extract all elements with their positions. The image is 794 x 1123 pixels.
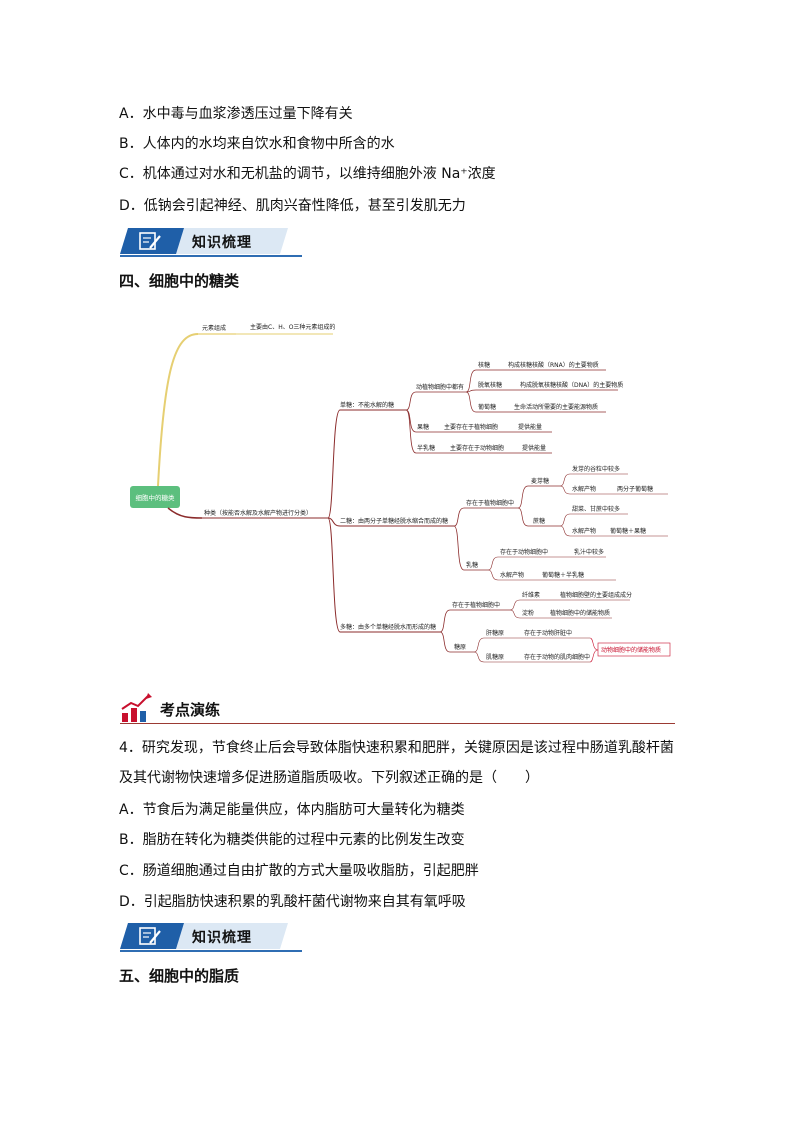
poly-plant: 存在于植物细胞中 — [452, 601, 500, 609]
fructose-where: 主要存在于植物细胞 — [444, 423, 498, 431]
starch: 淀粉 — [522, 609, 534, 617]
bar-chart-icon — [121, 693, 152, 722]
lactose: 乳糖 — [466, 561, 478, 569]
q4-option-b: B．脂肪在转化为糖类供能的过程中元素的比例发生改变 — [119, 832, 465, 848]
maltose: 麦芽糖 — [531, 477, 549, 485]
galactose: 半乳糖 — [417, 444, 435, 452]
sucrose-source: 甜菜、甘蔗中较多 — [572, 505, 620, 513]
galactose-where: 主要存在于动物细胞 — [450, 444, 504, 452]
liver-glycogen: 肝糖原 — [486, 629, 504, 637]
fructose: 果糖 — [417, 423, 429, 431]
knowledge-banner: 知识梳理 — [120, 228, 302, 258]
banner-title-2: 知识梳理 — [192, 930, 252, 946]
muscle-glycogen-where: 存在于动物的肌肉细胞中 — [524, 653, 590, 661]
element-label: 元素组成 — [202, 324, 226, 332]
starch-desc: 植物细胞中的储能物质 — [550, 609, 610, 617]
liver-glycogen-where: 存在于动物肝脏中 — [524, 629, 572, 637]
section-5-title: 五、细胞中的脂质 — [119, 967, 240, 985]
mindmap-root — [130, 486, 180, 508]
q4-option-c: C．肠道细胞通过自由扩散的方式大量吸收脂肪，引起肥胖 — [119, 863, 479, 879]
glucose-desc: 生命活动所需要的主要能源物质 — [514, 403, 598, 411]
knowledge-banner-2: 知识梳理 — [120, 923, 302, 953]
section-4-title: 四、细胞中的糖类 — [119, 272, 240, 290]
lactose-product-label: 水解产物 — [500, 571, 524, 579]
banner-shape-2 — [120, 923, 288, 949]
banner-title: 知识梳理 — [192, 235, 252, 251]
banner-underline-2 — [120, 950, 302, 952]
maltose-product: 两分子葡萄糖 — [617, 485, 653, 493]
di-label: 二糖：由两分子单糖经脱水缩合而成的糖 — [340, 517, 448, 525]
glycogen-role: 动物细胞中的储能物质 — [601, 646, 661, 654]
q4-option-d: D．引起脂肪快速积累的乳酸杆菌代谢物来自其有氧呼吸 — [119, 894, 466, 910]
sucrose: 蔗糖 — [533, 517, 545, 525]
glucose: 葡萄糖 — [478, 403, 496, 411]
sucrose-product: 葡萄糖＋果糖 — [610, 527, 646, 535]
ribose-desc: 构成核糖核酸（RNA）的主要物质 — [508, 361, 599, 369]
q3-option-b: B．人体内的水均来自饮水和食物中所含的水 — [119, 136, 395, 152]
banner-shape — [120, 228, 288, 254]
maltose-source: 发芽的谷粒中较多 — [572, 465, 620, 473]
lactose-source: 乳汁中较多 — [574, 548, 604, 556]
muscle-glycogen: 肌糖原 — [486, 653, 504, 661]
q3-option-c: C．机体通过对水和无机盐的调节，以维持细胞外液 Na⁺浓度 — [119, 166, 496, 182]
banner-underline — [120, 255, 302, 257]
cellulose: 纤维素 — [522, 591, 540, 599]
kinds-label: 种类（按能否水解及水解产物进行分类） — [204, 509, 312, 517]
q3-option-d: D．低钠会引起神经、肌肉兴奋性降低，甚至引发肌无力 — [119, 198, 466, 214]
exercise-title: 考点演练 — [160, 701, 221, 719]
mono-label: 单糖：不能水解的糖 — [340, 401, 394, 409]
poly-label: 多糖：由多个单糖经脱水而形成的糖 — [340, 623, 436, 631]
q4-stem-line-1: 4．研究发现，节食终止后会导致体脂快速积累和肥胖，关键原因是该过程中肠道乳酸杆菌 — [119, 740, 674, 756]
mindmap-root-label: 细胞中的糖类 — [136, 493, 176, 502]
element-desc: 主要由C、H、O三种元素组成的 — [250, 323, 335, 331]
notebook-pencil-icon — [139, 232, 161, 250]
carbohydrate-mindmap: 细胞中的糖类 元素组成 主要由C、H、O三种元素组成的 种类（按能否水解及水解产… — [130, 323, 671, 663]
ribose: 核糖 — [478, 361, 490, 369]
exercise-header: 考点演练 — [120, 693, 675, 725]
mono-common: 动植物细胞中都有 — [416, 383, 464, 391]
di-plant: 存在于植物细胞中 — [466, 499, 514, 507]
q3-option-a: A．水中毒与血浆渗透压过量下降有关 — [119, 106, 353, 122]
maltose-product-label: 水解产物 — [572, 485, 596, 493]
galactose-role: 提供能量 — [522, 444, 546, 452]
notebook-pencil-icon — [139, 927, 161, 945]
q4-stem-line-2: 及其代谢物快速增多促进肠道脂质吸收。下列叙述正确的是（ ） — [119, 770, 539, 786]
sucrose-product-label: 水解产物 — [572, 527, 596, 535]
fructose-role: 提供能量 — [518, 423, 542, 431]
glycogen: 糖原 — [454, 643, 466, 651]
q4-option-a: A．节食后为满足能量供应，体内脂肪可大量转化为糖类 — [119, 802, 465, 818]
exercise-underline — [120, 723, 675, 724]
cellulose-desc: 植物细胞壁的主要组成成分 — [560, 591, 632, 599]
lactose-where: 存在于动物细胞中 — [500, 548, 548, 556]
lactose-product: 葡萄糖＋半乳糖 — [542, 571, 584, 579]
deoxyribose-desc: 构成脱氧核糖核酸（DNA）的主要物质 — [520, 381, 623, 389]
deoxyribose: 脱氧核糖 — [478, 381, 502, 389]
